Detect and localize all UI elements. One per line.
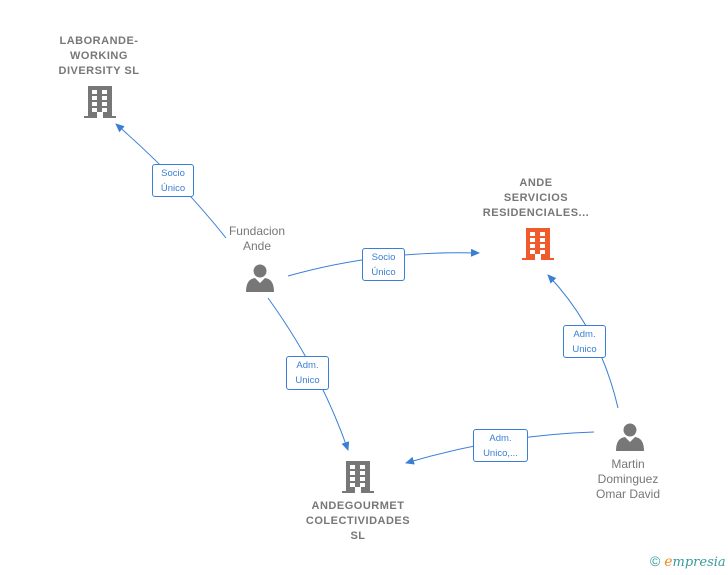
relation-label-line: Único	[371, 267, 396, 278]
node-label-line: Dominguez	[597, 472, 659, 486]
relation-label[interactable]: Adm. Unico	[563, 325, 606, 358]
relation-label-line: Unico	[572, 344, 597, 355]
relation-label-line: Adm.	[489, 433, 512, 444]
copyright-symbol: ©	[650, 553, 661, 569]
relation-label[interactable]: Adm. Unico	[286, 356, 329, 390]
node-label-line: COLECTIVIDADES	[305, 515, 411, 527]
node-label-line: LABORANDE-	[59, 35, 139, 47]
relation-label-line: Único	[160, 183, 186, 194]
building-icon[interactable]	[84, 86, 116, 118]
building-icon[interactable]	[342, 461, 374, 493]
relation-label-line: Unico	[295, 375, 320, 386]
relation-label-line: Unico,...	[483, 448, 518, 459]
node-label-andegourmet[interactable]: ANDEGOURMET COLECTIVIDADES SL	[306, 499, 410, 544]
node-label-line: RESIDENCIALES...	[482, 207, 590, 219]
empresia-logo[interactable]: © empresia	[650, 553, 726, 570]
node-label-line: DIVERSITY SL	[58, 65, 140, 77]
person-icon[interactable]	[246, 264, 274, 293]
building-icon[interactable]	[522, 228, 554, 260]
relation-label[interactable]: Adm. Unico,...	[473, 429, 528, 462]
node-label-line: WORKING	[70, 50, 128, 62]
node-label-line: Fundacion	[228, 224, 286, 238]
person-icon[interactable]	[616, 423, 644, 452]
node-label-line: Martin	[611, 457, 645, 471]
node-label-line: Ande	[242, 239, 272, 253]
node-label-line: SL	[350, 530, 366, 542]
node-label-line: ANDEGOURMET	[311, 500, 405, 512]
node-label-ande_servicios[interactable]: ANDE SERVICIOS RESIDENCIALES...	[483, 176, 589, 221]
node-label-line: SERVICIOS	[503, 192, 569, 204]
node-label-line: ANDE	[519, 177, 553, 189]
relation-label-line: Socio	[371, 252, 396, 263]
relation-label-line: Socio	[161, 168, 185, 179]
relation-label-line: Adm.	[573, 329, 596, 340]
node-label-laborande[interactable]: LABORANDE- WORKING DIVERSITY SL	[59, 34, 140, 79]
node-label-line: Omar David	[595, 487, 661, 501]
relation-label-line: Adm.	[296, 360, 319, 371]
